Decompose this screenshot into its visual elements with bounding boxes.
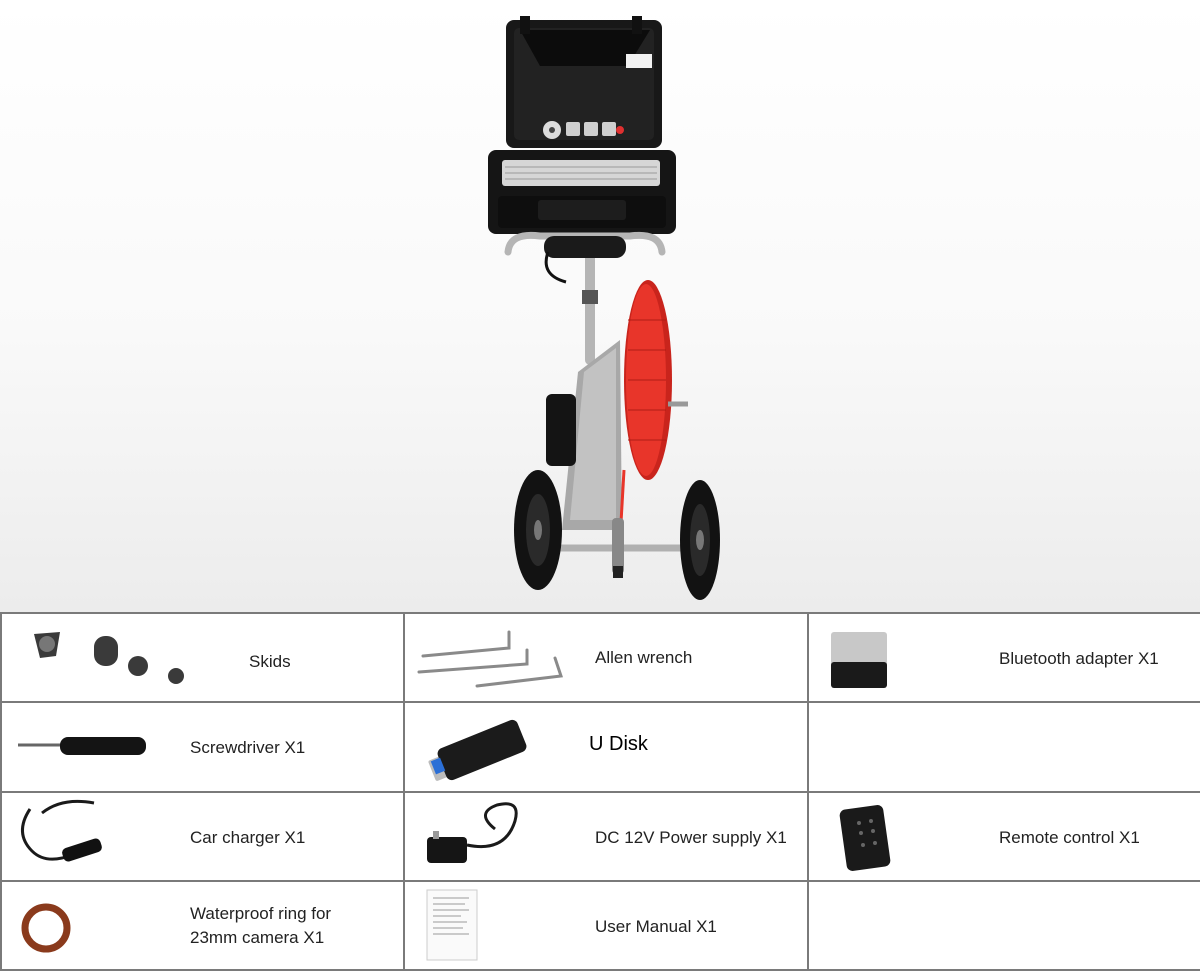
product-sticker — [626, 54, 652, 68]
keyboard-case-base — [488, 150, 676, 234]
bluetooth-adapter-label: Bluetooth adapter X1 — [999, 649, 1159, 668]
allen-wrench-label: Allen wrench — [595, 648, 693, 667]
bluetooth-adapter-image — [831, 632, 887, 688]
sun-visor — [520, 30, 650, 66]
handle-grip — [544, 236, 626, 258]
pipe-inspection-camera-trolley — [488, 16, 720, 600]
waterproof-ring-label: Waterproof ring for 23mm camera X1 — [190, 903, 332, 947]
screwdriver-label: Screwdriver X1 — [190, 738, 306, 758]
remote-control-label: Remote control X1 — [999, 827, 1140, 847]
user-manual-image — [426, 889, 478, 961]
cell-u-disk: U Disk — [403, 701, 809, 793]
skids-label: Skids — [249, 652, 291, 671]
skids-image — [34, 632, 184, 684]
cell-bluetooth-adapter: Bluetooth adapter X1 — [807, 611, 1200, 704]
cell-empty — [807, 701, 1200, 793]
power-button-icon — [616, 126, 624, 134]
cell-remote-control: Remote control X1 — [807, 790, 1200, 882]
right-wheel — [680, 480, 720, 600]
cell-user-manual: User Manual X1 — [403, 879, 809, 971]
car-charger-label: Car charger X1 — [190, 827, 306, 847]
waterproof-ring-image — [21, 903, 71, 953]
car-charger-image — [21, 799, 102, 862]
cell-allen-wrench: Allen wrench — [403, 611, 809, 704]
cell-waterproof-ring: Waterproof ring for 23mm camera X1 — [0, 879, 405, 971]
screwdriver-image — [18, 737, 146, 756]
u-disk-image — [428, 720, 527, 782]
left-wheel — [514, 470, 562, 590]
cell-screwdriver: Screwdriver X1 — [0, 701, 405, 793]
battery-box — [546, 394, 576, 466]
table-row: Screwdriver X1 U Disk — [0, 701, 1200, 793]
monitor-case-lid — [506, 16, 662, 148]
table-row: Car charger X1 DC 12V Power supply X1 — [0, 790, 1200, 882]
remote-control-image — [839, 804, 891, 871]
product-photo — [0, 0, 1200, 612]
power-supply-label: DC 12V Power supply X1 — [595, 827, 787, 847]
cell-empty — [807, 879, 1200, 971]
table-row: Waterproof ring for 23mm camera X1 User … — [0, 879, 1200, 971]
table-row: Skids Allen wrench — [0, 611, 1200, 704]
cable-reel — [618, 280, 688, 541]
cell-car-charger: Car charger X1 — [0, 790, 405, 882]
cell-skids: Skids — [0, 611, 405, 704]
user-manual-label: User Manual X1 — [595, 916, 717, 936]
camera-head — [612, 518, 624, 574]
accessory-grid: Skids Allen wrench — [0, 611, 1200, 971]
u-disk-label: U Disk — [589, 733, 648, 756]
allen-wrench-image — [417, 630, 564, 688]
cell-power-supply: DC 12V Power supply X1 — [403, 790, 809, 882]
power-supply-image — [427, 801, 518, 863]
